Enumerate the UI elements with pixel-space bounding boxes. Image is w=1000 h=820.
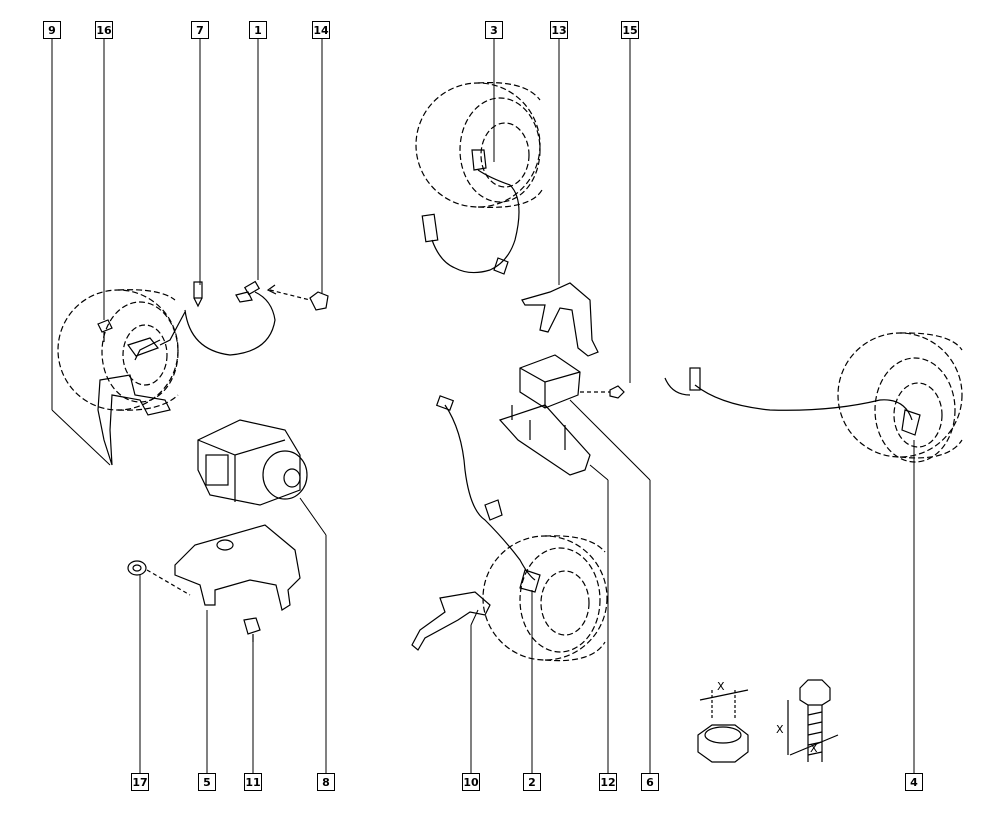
rear-right-wheel — [837, 332, 963, 463]
callout-12: 12 — [599, 773, 617, 791]
callout-16: 16 — [95, 21, 113, 39]
callout-8: 8 — [317, 773, 335, 791]
dimension-x-bolt-length: X — [776, 723, 784, 736]
callout-17: 17 — [131, 773, 149, 791]
front-left-wheel — [57, 289, 179, 411]
callout-9: 9 — [43, 21, 61, 39]
callout-15: 15 — [621, 21, 639, 39]
bracket-9 — [97, 374, 171, 466]
callout-4: 4 — [905, 773, 923, 791]
dimension-x-nut: X — [717, 680, 725, 693]
bolt-detail — [787, 679, 839, 762]
callout-2: 2 — [523, 773, 541, 791]
bracket-13 — [521, 282, 599, 357]
dimension-x-bolt-thread: X — [810, 742, 818, 755]
nut-15 — [580, 385, 625, 399]
rear-left-sensor-cable — [421, 149, 520, 275]
rear-right-sensor-cable — [664, 367, 921, 436]
bolt-16 — [97, 319, 113, 342]
front-left-sensor-cable — [127, 280, 276, 361]
callout-7: 7 — [191, 21, 209, 39]
rear-left-wheel — [415, 82, 543, 208]
leader-lines — [51, 38, 915, 775]
callout-3: 3 — [485, 21, 503, 39]
callout-5: 5 — [198, 773, 216, 791]
support-5 — [174, 524, 301, 611]
nut-detail — [697, 689, 749, 763]
bracket-12 — [498, 404, 591, 476]
ecu-module-6 — [519, 354, 581, 409]
callout-14: 14 — [312, 21, 330, 39]
callout-6: 6 — [641, 773, 659, 791]
front-right-wheel — [482, 535, 608, 662]
bracket-10 — [411, 591, 491, 651]
front-right-sensor-cable — [435, 395, 541, 593]
bolt-11 — [243, 617, 261, 642]
callout-11: 11 — [244, 773, 262, 791]
callout-1: 1 — [249, 21, 267, 39]
callout-13: 13 — [550, 21, 568, 39]
hydraulic-unit-8 — [197, 419, 308, 506]
washer-17 — [127, 560, 191, 596]
clip-14 — [266, 284, 329, 311]
callout-10: 10 — [462, 773, 480, 791]
